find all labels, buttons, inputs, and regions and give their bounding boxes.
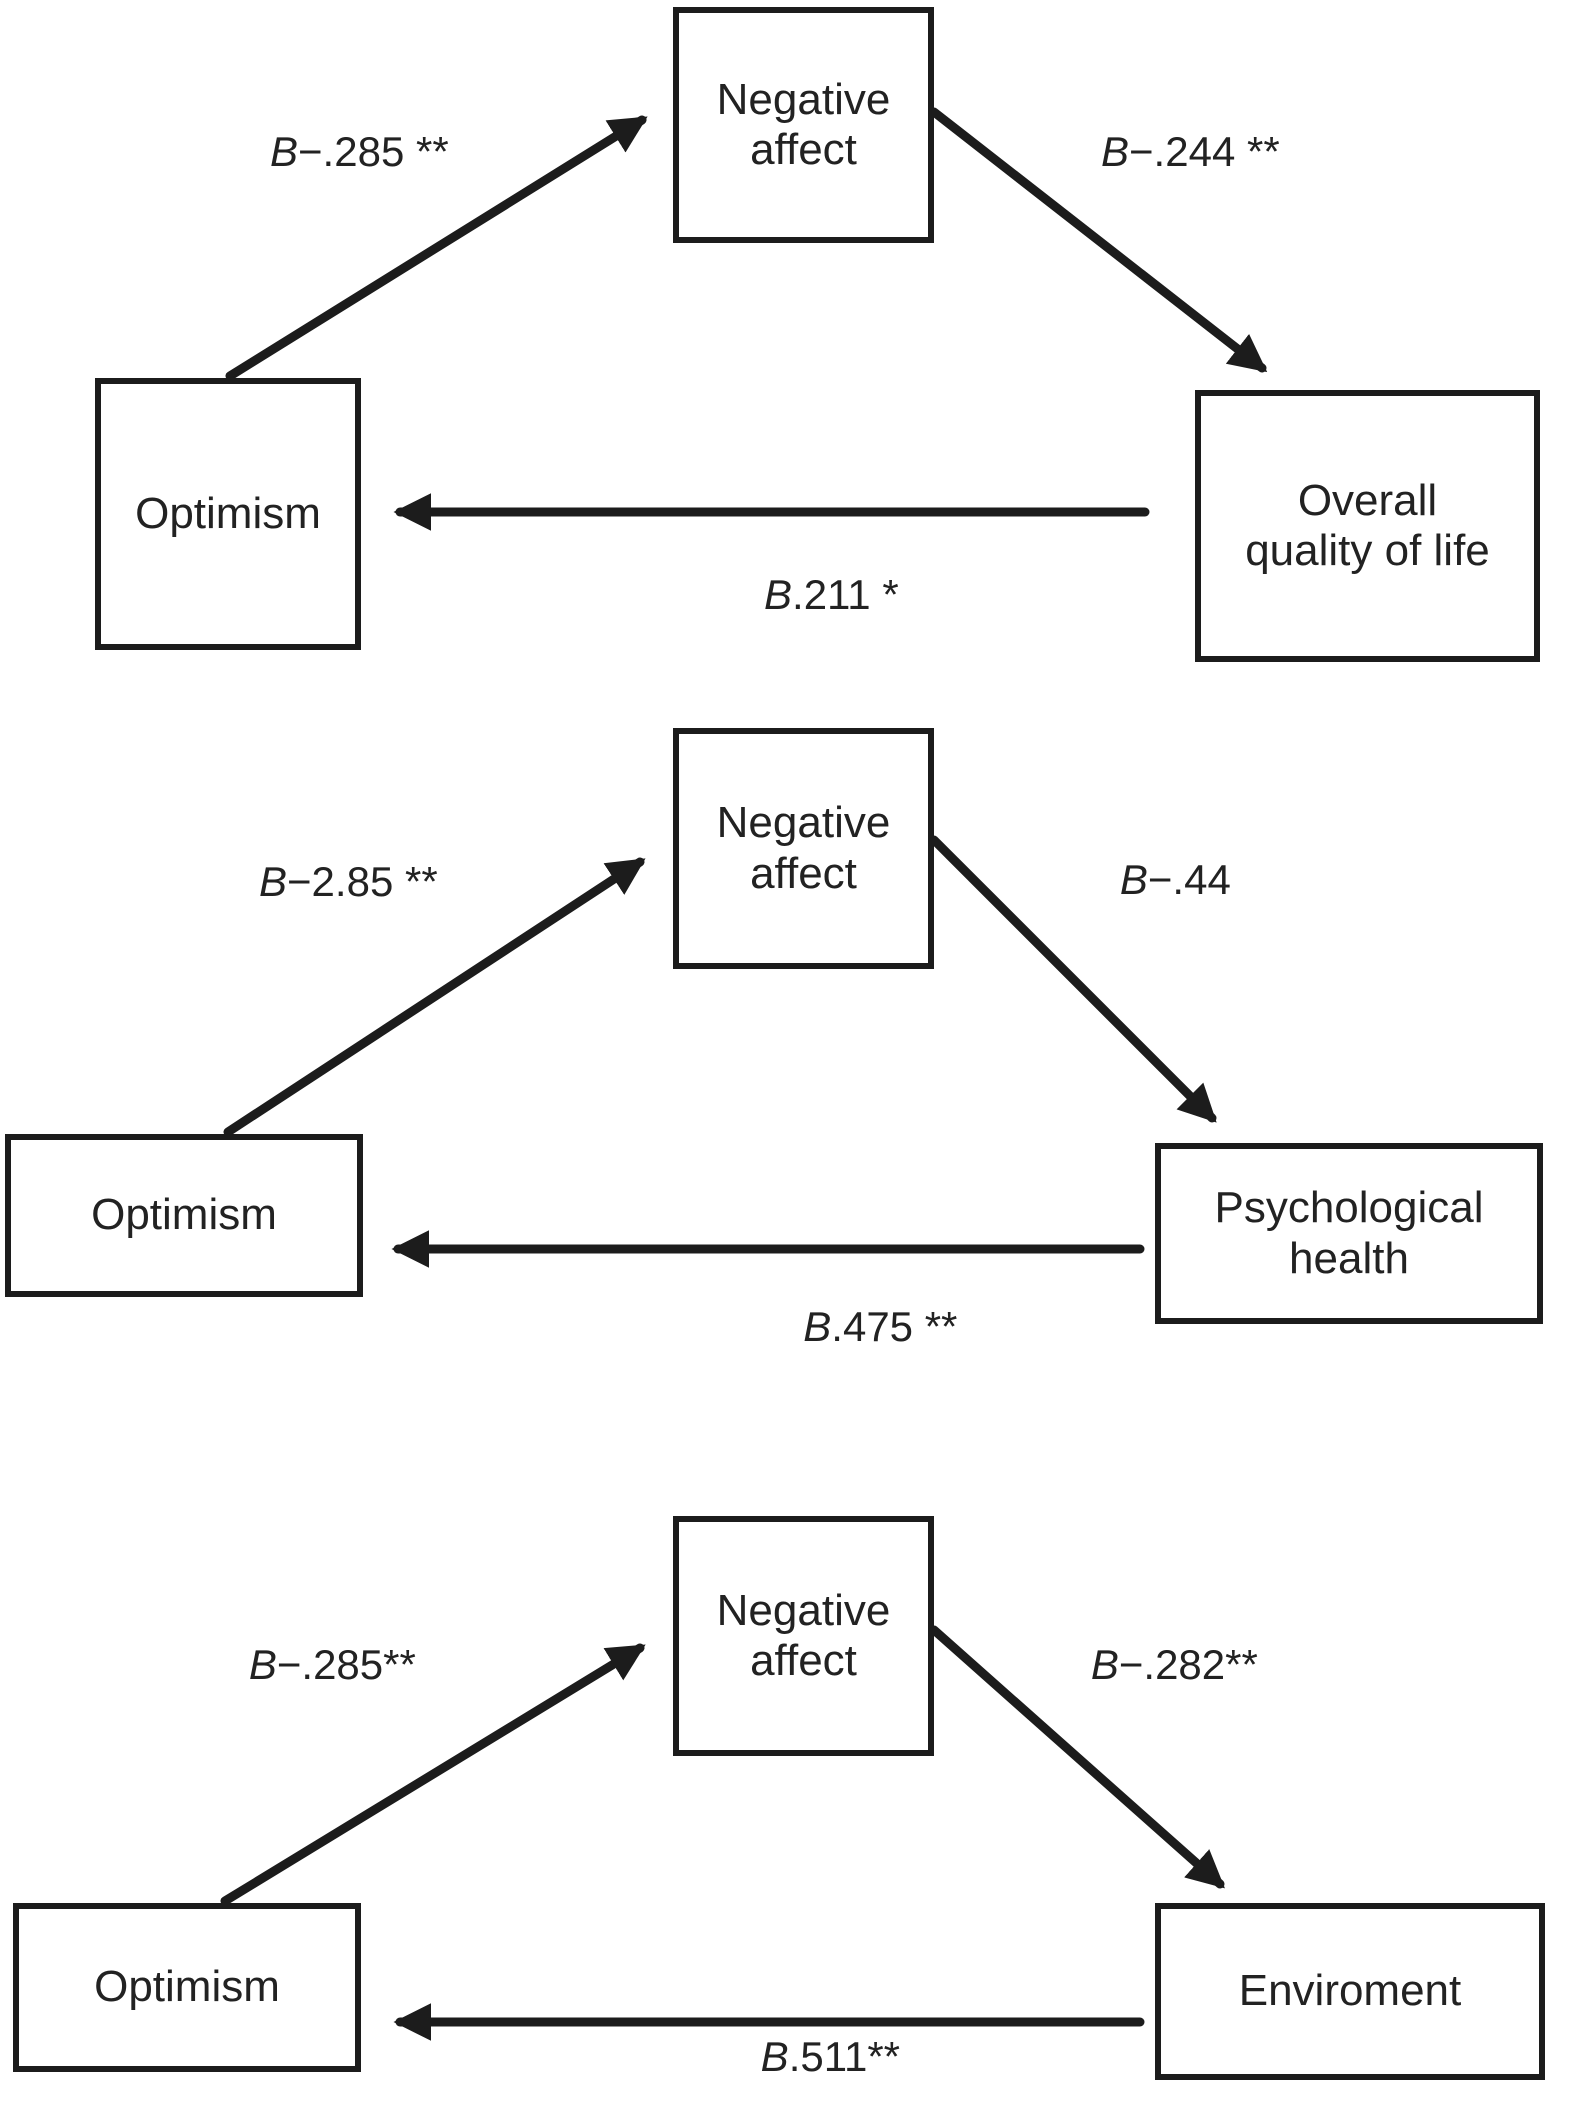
box-negative-affect-3-line2: affect — [750, 1636, 857, 1685]
box-negative-affect-1-line1: Negative — [716, 74, 891, 124]
box-optimism-3: Optimism — [13, 1903, 361, 2072]
path-b-label-3: B−.282** — [1044, 1593, 1258, 1737]
box-overall-quality-of-life: Overall quality of life — [1195, 390, 1540, 662]
box-enviroment: Enviroment — [1155, 1903, 1545, 2080]
path-c-value-3: .511** — [788, 2033, 901, 2080]
box-optimism-1-line1: Optimism — [135, 488, 321, 538]
box-psychological-health-line2: health — [1289, 1233, 1409, 1283]
box-enviroment-line1: Enviroment — [1238, 1966, 1462, 2016]
box-negative-affect-1: Negative affect — [673, 7, 934, 243]
path-b-value-1: −.244 ** — [1129, 128, 1280, 175]
path-c-coef-2: B — [803, 1303, 832, 1350]
arrow-optimism-to-negative-affect-3 — [220, 1643, 646, 1906]
path-a-coef-2: B — [259, 858, 288, 905]
box-psychological-health: Psychological health — [1155, 1143, 1543, 1324]
path-a-value-3: −.285** — [276, 1641, 416, 1688]
path-c-label-2: B.475 ** — [757, 1255, 958, 1399]
path-b-coef-2: B — [1119, 856, 1148, 903]
arrow-negative-affect-to-enviroment-3 — [929, 1625, 1225, 1889]
box-negative-affect-2-line1: Negative — [716, 798, 891, 848]
box-negative-affect-3: Negative affect — [673, 1516, 934, 1756]
path-b-coef-1: B — [1101, 128, 1130, 175]
arrow-optimism-to-negative-affect-1 — [225, 115, 648, 381]
box-optimism-2: Optimism — [5, 1134, 363, 1297]
path-c-label-3: B.511** — [714, 1985, 900, 2102]
path-c-coef-1: B — [764, 571, 793, 618]
box-psychological-health-line1: Psychological — [1214, 1183, 1484, 1233]
arrow-optimism-to-negative-affect-2 — [223, 857, 646, 1137]
path-b-coef-3: B — [1090, 1641, 1119, 1688]
path-c-value-2: .475 ** — [831, 1303, 958, 1350]
box-negative-affect-1-line2: affect — [750, 125, 857, 174]
box-negative-affect-2: Negative affect — [673, 728, 934, 969]
path-b-label-1: B−.244 ** — [1054, 80, 1280, 224]
path-c-value-1: .211 * — [792, 571, 899, 618]
path-b-value-3: −.282** — [1118, 1641, 1258, 1688]
path-a-label-1: B−.285 ** — [223, 80, 449, 224]
path-c-label-1: B.211 * — [717, 523, 899, 667]
path-a-value-2: −2.85 ** — [287, 858, 438, 905]
path-a-label-2: B−2.85 ** — [212, 810, 438, 954]
box-negative-affect-3-line1: Negative — [716, 1585, 891, 1635]
box-negative-affect-2-line2: affect — [750, 848, 857, 898]
box-optimism-2-line1: Optimism — [91, 1190, 277, 1240]
diagram-2-arrows — [223, 835, 1217, 1268]
path-a-label-3: B−.285** — [202, 1593, 416, 1737]
arrow-negative-affect-to-overall-quality-1 — [929, 107, 1268, 373]
box-optimism-3-line1: Optimism — [94, 1962, 280, 2012]
path-c-coef-3: B — [760, 2033, 789, 2080]
path-a-coef-3: B — [248, 1641, 277, 1688]
diagram-1-arrows — [225, 107, 1268, 531]
path-b-label-2: B−.44 — [1073, 808, 1231, 952]
box-optimism-1: Optimism — [95, 378, 361, 650]
path-b-value-2: −.44 — [1147, 856, 1231, 903]
box-overall-quality-line2: quality of life — [1245, 526, 1490, 575]
path-a-value-1: −.285 ** — [298, 128, 449, 175]
path-a-coef-1: B — [270, 128, 299, 175]
arrow-negative-affect-to-psychological-health-2 — [929, 835, 1217, 1123]
box-overall-quality-line1: Overall — [1297, 475, 1438, 525]
diagram-3-arrows — [220, 1625, 1225, 2041]
